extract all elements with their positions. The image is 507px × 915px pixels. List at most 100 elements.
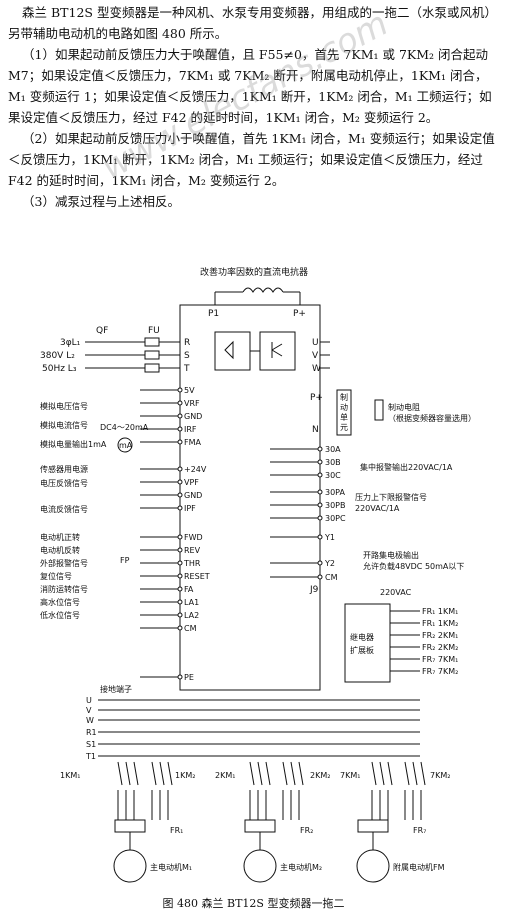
terminal-label: 5V [184,386,195,395]
svg-text:V: V [312,351,319,361]
svg-text:FU: FU [148,326,160,336]
relay-output-label: FR₁ 1KM₁ [422,607,458,616]
relay-output-label: FR₂ 2KM₂ [422,643,458,652]
terminal-label: 30PC [325,514,346,523]
terminal-label: 30B [325,458,341,467]
terminal-rev [177,547,183,553]
terminal-label: GND [184,412,202,421]
watermark: www.elecfans.com [95,4,394,188]
brake-unit: P+ N 制动单元 制动电阻（根据变频器容量选用） [310,389,476,436]
open-collector-label: 开路集电极输出允许负载48VDC 50mA以下 [363,550,464,571]
terminal-ipf [177,505,183,511]
intro-paragraph: 森兰 BT12S 型变频器是一种风机、水泵专用变频器，用组成的一拖二（水泵或风机… [8,5,497,41]
signal-label: 电压反馈信号 [40,478,88,488]
terminal-label: LA1 [184,598,199,607]
signal-label: 电动机正转 [40,532,80,542]
power-input: 3φL₁ 380V L₂ 50Hz L₃ QF FU R S T [40,326,190,374]
contactor-label: 7KM₁ [340,771,360,780]
bus-label: R1 [86,728,97,737]
terminal-cm [317,574,323,580]
bus-label: T1 [85,752,96,761]
terminal-5v [177,387,183,393]
terminal-vpf [177,479,183,485]
motor-label: 主电动机M₁ [150,862,192,872]
thermal-relay [244,819,276,833]
terminal-irf [177,426,183,432]
motor-label: 主电动机M₂ [280,862,322,872]
ma-meter [117,437,133,453]
terminal-label: 30C [325,471,341,480]
terminal-label: Y2 [324,559,335,568]
terminal-label: FMA [184,438,202,447]
fr-label: FR₇ [413,826,426,835]
bus-label: W [86,716,94,725]
motor-symbol [113,849,147,883]
terminal-label: 30PA [325,488,345,497]
svg-text:继电器扩展板: 继电器扩展板 [350,632,374,655]
terminal-30b [317,459,323,465]
terminal-30pb [317,502,323,508]
igbt-block [259,331,296,371]
220vac-label: 220VAC [380,588,412,597]
svg-text:S: S [184,351,190,361]
terminal-label: RESET [184,572,210,581]
bus-label: S1 [86,740,96,749]
signal-label: 复位信号 [40,571,72,581]
terminal-vrf [177,400,183,406]
contactor-label: 2KM₁ [215,771,235,780]
case1-paragraph: （1）如果起动前反馈压力大于唤醒值，且 F55≠0，首先 7KM₁ 或 7KM₂… [8,47,492,125]
terminal-label: Y1 [324,533,335,542]
fr-label: FR₁ [170,826,183,835]
svg-text:3φL₁: 3φL₁ [60,338,81,348]
contactor-label: 1KM₁ [60,771,80,780]
thermal-relay [357,819,389,833]
svg-text:N: N [312,425,319,435]
thermal-relay [114,819,146,833]
motor-symbol [356,849,390,883]
terminal-label: FA [184,585,194,594]
relay-output-label: FR₇ 7KM₁ [422,655,458,664]
left-terminals: 5VVRFGNDIRFFMA+24VVPFGNDIPFFWDREVTHRRESE… [140,386,210,682]
terminal-30c [317,472,323,478]
signal-label: 电流反馈信号 [40,504,88,514]
terminal-pe [177,674,183,680]
terminal-label: +24V [184,465,207,474]
signal-label: 模拟电流信号 [40,420,88,430]
terminal-+24v [177,466,183,472]
relay-output-label: FR₂ 2KM₁ [422,631,458,640]
svg-text:QF: QF [96,326,108,336]
svg-text:W: W [312,364,321,374]
terminal-reset [177,573,183,579]
terminal-label: GND [184,491,202,500]
terminal-fwd [177,534,183,540]
terminal-cm [177,625,183,631]
case2-paragraph: （2）如果起动前反馈压力小于唤醒值，首先 1KM₁ 闭合，M₁ 变频运行；如果设… [8,131,495,188]
svg-text:制动电阻（根据变频器容量选用）: 制动电阻（根据变频器容量选用） [388,402,476,423]
terminal-label: IPF [184,504,196,513]
p1-label: P1 [208,309,219,319]
terminal-label: IRF [184,425,197,434]
terminal-gnd [177,413,183,419]
terminal-label: PE [184,673,194,682]
ground-label: 接地端子 [100,684,132,694]
svg-text:P+: P+ [310,393,323,403]
svg-text:J9: J9 [309,585,319,595]
signal-label: 模拟电压信号 [40,401,88,411]
relay-output-label: FR₇ 7KM₂ [422,667,458,676]
figure-caption: 图 480 森兰 BT12S 型变频器一拖二 [162,897,345,910]
svg-text:U: U [312,338,319,348]
alarm-output-label: 集中报警输出220VAC/1A [360,462,453,472]
terminal-label: REV [184,546,201,555]
terminal-30pa [317,489,323,495]
terminal-label: VRF [184,399,200,408]
terminal-label: LA2 [184,611,199,620]
signal-label: 低水位信号 [40,610,80,620]
signal-label: 传感器用电源 [40,464,88,474]
terminal-gnd [177,492,183,498]
terminal-y1 [317,534,323,540]
uvw-output: U V W [312,338,330,374]
